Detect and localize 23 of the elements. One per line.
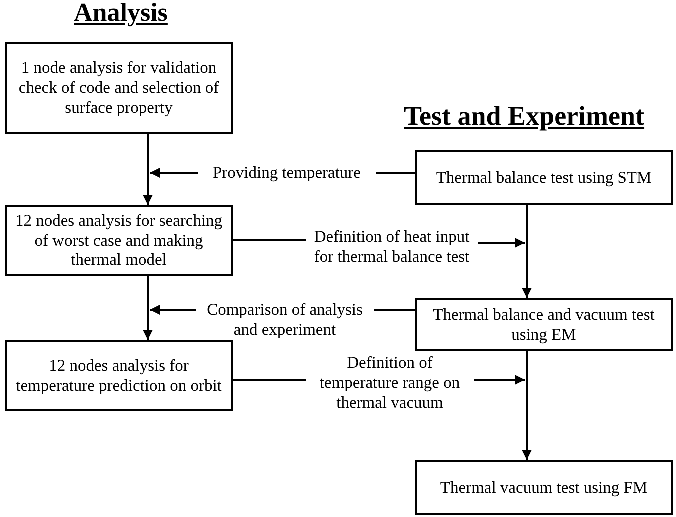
process-box: Thermal vacuum test using FM bbox=[415, 460, 673, 515]
connector-line bbox=[374, 309, 415, 311]
section-heading: Test and Experiment bbox=[404, 101, 645, 132]
connector-line bbox=[376, 172, 415, 174]
arrow bbox=[143, 134, 153, 205]
annotation-text: Definition of heat input for thermal balance test bbox=[306, 224, 478, 270]
process-box: Thermal balance test using STM bbox=[415, 150, 673, 205]
arrow bbox=[474, 375, 525, 385]
arrow bbox=[143, 276, 153, 340]
connector-line bbox=[233, 379, 306, 381]
process-box: Thermal balance and vacuum test using EM bbox=[415, 298, 673, 351]
process-box: 12 nodes analysis for temperature prediction on orbit bbox=[5, 340, 233, 411]
arrow bbox=[150, 168, 198, 178]
connector-line bbox=[233, 239, 306, 241]
arrow bbox=[478, 238, 525, 248]
process-box: 1 node analysis for validation check of code and selection of surface property bbox=[5, 42, 233, 134]
section-heading: Analysis bbox=[74, 0, 168, 28]
annotation-text: Definition of temperature range on thermal vacuum bbox=[306, 350, 474, 416]
arrow bbox=[522, 351, 532, 460]
arrow bbox=[150, 305, 196, 315]
process-box: 12 nodes analysis for searching of worst case and making thermal model bbox=[5, 205, 233, 276]
annotation-text: Providing temperature bbox=[198, 161, 376, 185]
arrow bbox=[522, 205, 532, 298]
